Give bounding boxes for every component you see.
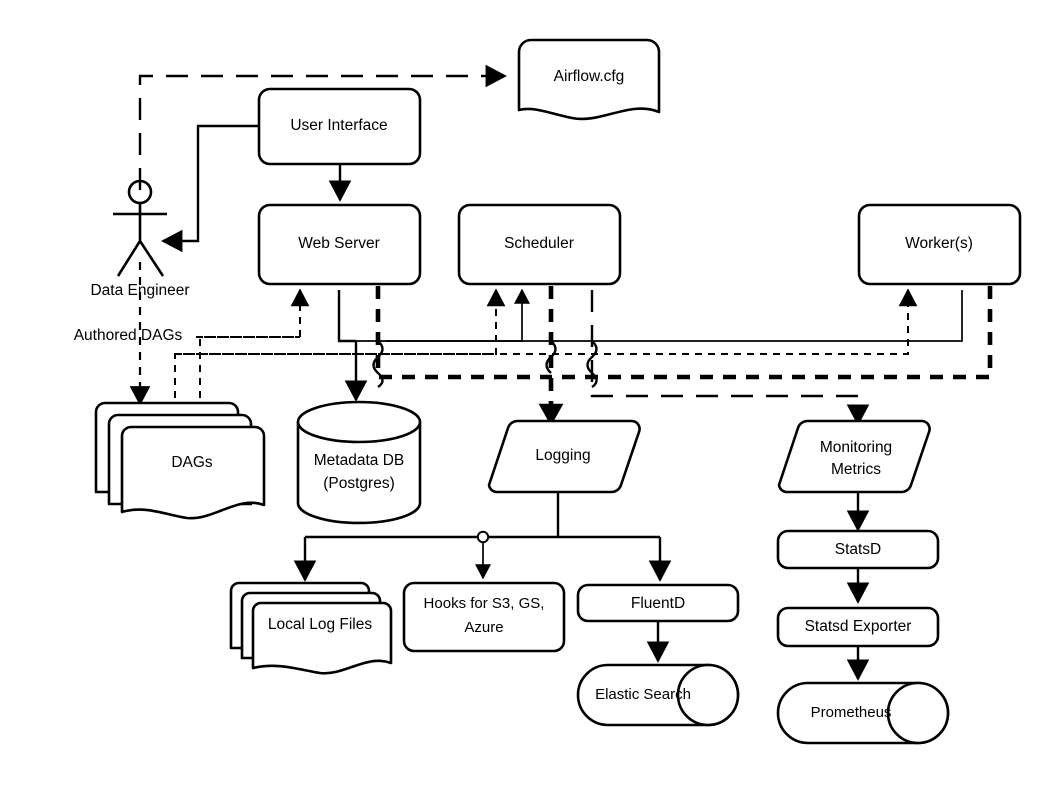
node-airflow-cfg[interactable]: Airflow.cfg [517, 38, 661, 121]
node-user-interface[interactable]: User Interface [257, 87, 422, 166]
node-workers[interactable]: Worker(s) [857, 203, 1022, 286]
node-workers-label: Worker(s) [905, 235, 973, 252]
authored-dags-label: Authored DAGs [74, 327, 183, 344]
node-statsd-exporter-label: Statsd Exporter [805, 618, 912, 635]
node-local-log-files[interactable]: Local Log Files [229, 581, 393, 675]
node-metadata-db-label-line1: Metadata DB [314, 452, 404, 469]
actor-label: Data Engineer [90, 282, 189, 299]
node-user-interface-label: User Interface [290, 117, 387, 134]
edge-logging-bus [293, 488, 672, 582]
node-dags[interactable]: DAGs [94, 401, 266, 520]
node-elastic-search[interactable]: Elastic Search [576, 663, 740, 727]
node-airflow-cfg-label: Airflow.cfg [554, 68, 625, 85]
node-monitoring-metrics-label-line1: Monitoring [820, 439, 892, 456]
node-scheduler-label: Scheduler [504, 235, 574, 252]
edge-metadatadb-webserver [337, 290, 368, 402]
node-hooks-label-line1: Hooks for S3, GS, [424, 595, 545, 612]
edge-dags-to-webserver [196, 288, 310, 437]
edge-ui-to-engineer [161, 124, 259, 253]
node-scheduler[interactable]: Scheduler [457, 203, 622, 286]
edge-worker-to-logging [551, 286, 993, 380]
edge-dags-to-scheduler [174, 288, 506, 437]
node-monitoring-metrics-label-line2: Metrics [831, 461, 881, 478]
node-web-server-label: Web Server [298, 235, 380, 252]
node-web-server[interactable]: Web Server [257, 203, 422, 286]
node-logging[interactable]: Logging [487, 419, 641, 494]
node-dags-label: DAGs [171, 454, 213, 471]
node-metadata-db-label-line2: (Postgres) [323, 475, 395, 492]
node-hooks-label-line2: Azure [464, 619, 503, 636]
node-local-log-files-label: Local Log Files [268, 616, 373, 633]
node-elastic-search-label: Elastic Search [595, 686, 691, 703]
node-statsd-exporter[interactable]: Statsd Exporter [776, 606, 940, 648]
node-metadata-db[interactable]: Metadata DB (Postgres) [296, 400, 422, 525]
edge-scheduler-to-monitoring [590, 290, 870, 426]
node-monitoring-metrics[interactable]: Monitoring Metrics [777, 419, 931, 494]
edge-engineer-to-airflow-cfg [138, 64, 507, 190]
node-hooks[interactable]: Hooks for S3, GS, Azure [402, 581, 566, 653]
node-fluentd-label: FluentD [631, 595, 685, 612]
line-hop-squiggles [372, 340, 598, 388]
node-logging-label: Logging [535, 447, 590, 464]
node-prometheus-label: Prometheus [811, 704, 892, 721]
actor-data-engineer: Data Engineer [90, 179, 190, 299]
node-prometheus[interactable]: Prometheus [776, 681, 950, 745]
edge-webserver-to-logging [375, 286, 551, 380]
line-hop-marker [476, 530, 490, 544]
edge-worker-to-metadatadb [386, 290, 963, 342]
edge-dags-to-worker [175, 288, 918, 355]
node-statsd[interactable]: StatsD [776, 529, 940, 570]
node-statsd-label: StatsD [835, 541, 882, 558]
node-fluentd[interactable]: FluentD [576, 583, 740, 623]
